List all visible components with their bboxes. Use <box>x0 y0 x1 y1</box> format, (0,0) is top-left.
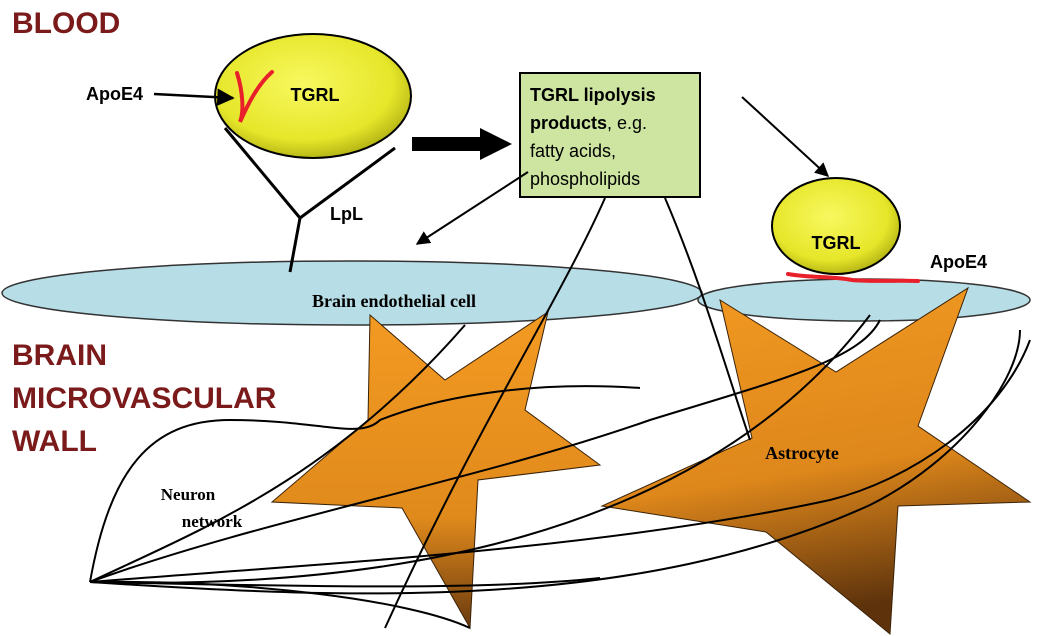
brain-label-line2: MICROVASCULAR <box>12 382 277 415</box>
apoe4-left-arrow <box>153 88 235 106</box>
apoe4-mark-left <box>235 70 274 123</box>
lpl-anchor <box>223 127 396 273</box>
brain-label-line1: BRAIN <box>12 339 107 372</box>
neuron-label-line2: network <box>182 512 243 531</box>
products-box <box>519 72 701 198</box>
apoe4-right-label: ApoE4 <box>930 252 987 272</box>
neuron-network <box>89 314 1031 629</box>
astrocyte-right <box>600 286 1032 636</box>
blood-label: BLOOD <box>12 7 120 40</box>
apoe4-mark-right <box>786 272 920 283</box>
astrocyte-label: Astrocyte <box>765 443 839 463</box>
endothelial-label: Brain endothelial cell <box>312 291 476 311</box>
astrocyte-left <box>270 310 602 630</box>
products-line1: TGRL lipolysis <box>530 85 656 105</box>
tgrl-right-label: TGRL <box>812 233 861 253</box>
lpl-label: LpL <box>330 204 363 224</box>
endothelial-cell-right <box>697 278 1031 322</box>
tgrl-particle-right <box>771 177 901 275</box>
products-box-text: TGRL lipolysis products, e.g. fatty acid… <box>530 85 661 189</box>
tgrl-left-label: TGRL <box>291 85 340 105</box>
product-line-to-left-astrocyte <box>384 197 606 629</box>
apoe4-left-label: ApoE4 <box>86 84 143 104</box>
products-line4: phospholipids <box>530 169 640 189</box>
neuron-label-line1: Neuron <box>161 485 216 504</box>
products-line2-bold: products <box>530 113 607 133</box>
products-to-endothelial-arrow <box>415 171 529 245</box>
products-line3: fatty acids, <box>530 141 616 161</box>
products-line2-rest: , e.g. <box>607 113 647 133</box>
product-line-to-right-astrocyte <box>664 197 751 441</box>
brain-label-line3: WALL <box>12 425 97 458</box>
lipolysis-arrow <box>412 128 512 160</box>
products-to-tgrl-arrow <box>741 96 830 177</box>
